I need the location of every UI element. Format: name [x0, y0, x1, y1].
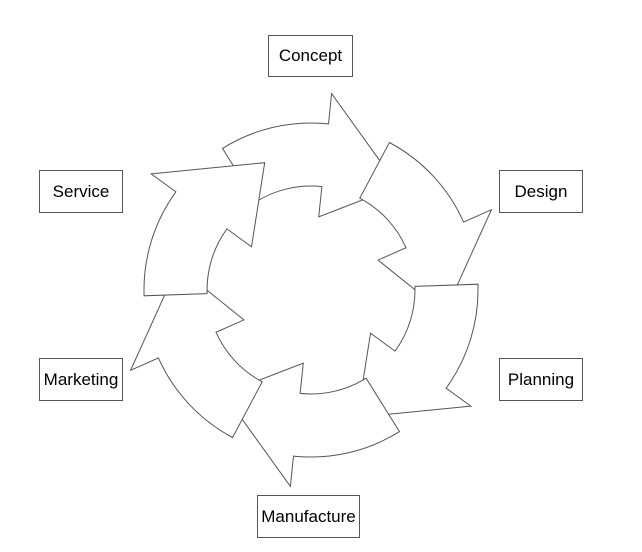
cycle-arrow-design-to-planning	[359, 141, 493, 315]
stage-marketing-label: Marketing	[43, 369, 119, 389]
cycle-arrow-marketing-to-service	[129, 265, 263, 439]
stage-service-label: Service	[52, 181, 110, 201]
stage-service-box: Service	[39, 170, 123, 213]
stage-design-label: Design	[514, 181, 568, 201]
stage-design-box: Design	[499, 170, 583, 213]
cycle-arrow-planning-to-manufacture	[356, 283, 479, 418]
stage-planning-box: Planning	[499, 358, 583, 401]
cycle-arrow-manufacture-to-marketing	[223, 362, 401, 488]
cycle-arrow-concept-to-design	[221, 92, 399, 218]
stage-concept-box: Concept	[268, 35, 353, 77]
stage-manufacture-box: Manufacture	[257, 495, 360, 538]
stage-concept-label: Concept	[278, 46, 343, 65]
stage-planning-label: Planning	[507, 369, 575, 389]
cycle-arrow-service-to-concept	[143, 162, 266, 297]
stage-marketing-box: Marketing	[39, 358, 123, 401]
stage-manufacture-label: Manufacture	[261, 506, 356, 526]
cycle-arrows	[129, 92, 493, 488]
